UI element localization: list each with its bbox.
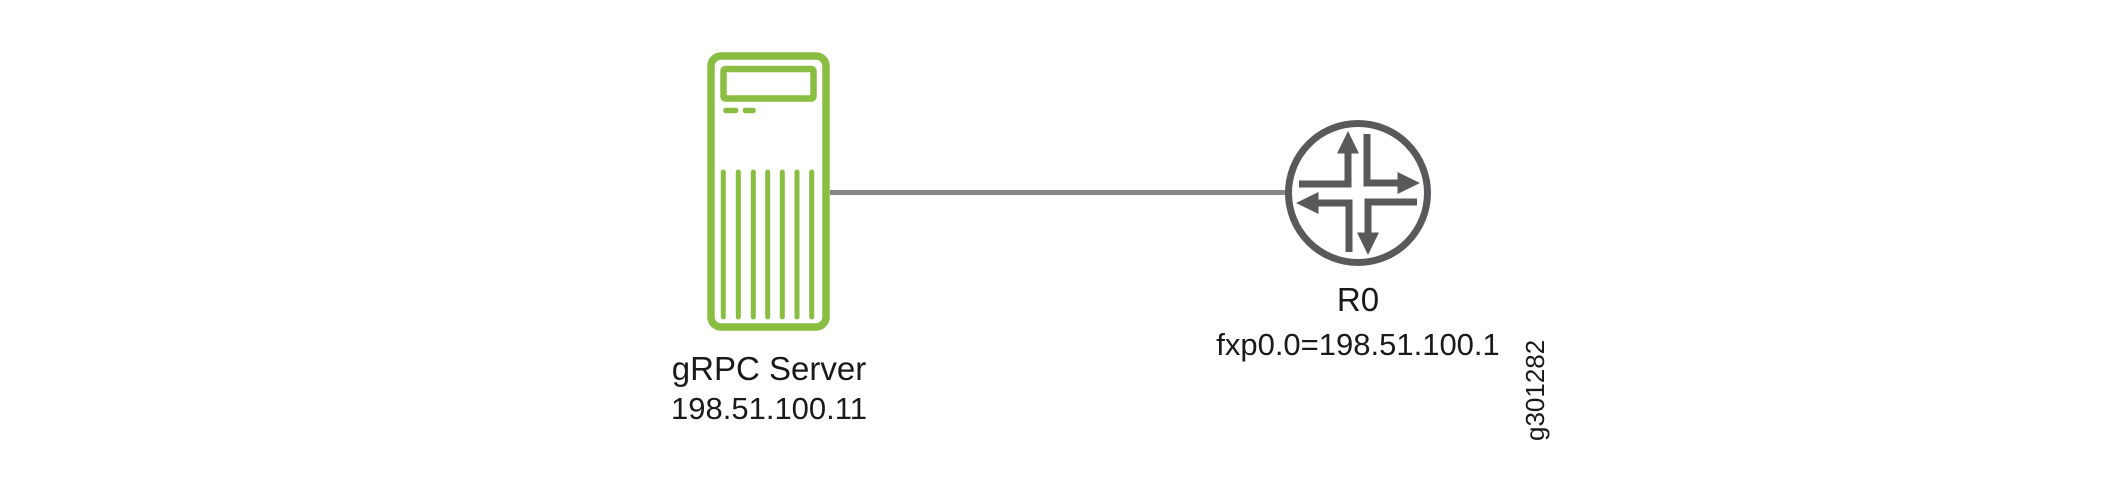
server-led-dash bbox=[742, 107, 756, 114]
router-arrow-left bbox=[1296, 192, 1353, 252]
server-panel-outline bbox=[720, 65, 817, 102]
server-led-dash bbox=[723, 107, 739, 114]
router-circle-outline bbox=[1285, 120, 1431, 266]
router-arrow-up bbox=[1299, 131, 1359, 188]
server-vent-lines bbox=[720, 169, 815, 320]
router-name-label: R0 bbox=[1336, 281, 1380, 318]
figure-id-label: g301282 bbox=[1520, 339, 1550, 441]
server-address-label: 198.51.100.11 bbox=[671, 391, 867, 426]
juniper-router-icon bbox=[1285, 120, 1431, 266]
router-arrow-right bbox=[1363, 134, 1420, 194]
server-name-label: gRPC Server bbox=[671, 350, 867, 387]
connection-line bbox=[830, 190, 1286, 195]
tower-server-icon bbox=[707, 52, 830, 331]
router-arrow-down bbox=[1357, 198, 1417, 255]
server-chassis-outline bbox=[707, 52, 830, 331]
router-interface-label: fxp0.0=198.51.100.1 bbox=[1216, 327, 1500, 362]
